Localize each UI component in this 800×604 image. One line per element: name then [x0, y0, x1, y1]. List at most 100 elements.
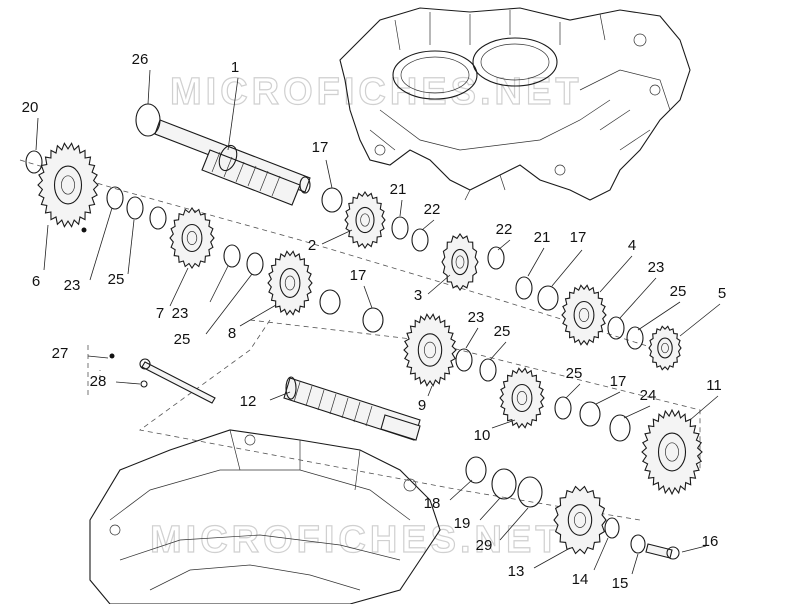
callout-25b: 25 — [174, 331, 191, 348]
washer-26 — [135, 103, 161, 137]
leader-line-23d — [619, 277, 657, 319]
leader-line-4 — [599, 255, 633, 293]
callout-14: 14 — [572, 571, 589, 588]
ring-18 — [465, 456, 487, 484]
leader-line-21b — [527, 247, 545, 277]
leader-line-25e — [565, 383, 581, 399]
callout-23b: 23 — [172, 305, 189, 322]
callout-12: 12 — [240, 393, 257, 410]
leader-line-3 — [427, 274, 451, 295]
leader-line-21a — [399, 199, 403, 217]
ring-23-c — [607, 316, 625, 340]
rings-and-bushings — [25, 103, 680, 560]
callout-25c: 25 — [494, 323, 511, 340]
leader-line-16 — [681, 545, 707, 553]
leader-line-14 — [593, 537, 609, 571]
leader-line-11 — [689, 395, 719, 421]
callout-17c: 17 — [570, 229, 587, 246]
leader-line-7 — [169, 267, 189, 307]
callout-25a: 25 — [108, 271, 125, 288]
ring-23-b — [223, 244, 241, 268]
callout-11: 11 — [706, 377, 722, 394]
washer-14 — [604, 517, 620, 539]
callout-4: 4 — [628, 237, 636, 254]
ring-25-a — [126, 196, 144, 220]
callout-23a: 23 — [64, 277, 81, 294]
watermark-top: MICROFICHES.NET — [170, 71, 583, 113]
gear-3 — [441, 233, 479, 291]
upper-crankcase — [339, 7, 691, 201]
leader-line-17a — [325, 159, 333, 189]
leader-line-20 — [35, 117, 39, 151]
watermark-bottom: MICROFICHES.NET — [150, 519, 563, 561]
gear-2 — [344, 190, 386, 250]
callout-25d: 25 — [670, 283, 687, 300]
leader-line-26 — [147, 69, 151, 105]
callout-8: 8 — [228, 325, 236, 342]
assembly-dot-2 — [109, 353, 115, 359]
callout-17b: 17 — [350, 267, 367, 284]
leader-line-19 — [479, 497, 501, 521]
callout-17d: 17 — [610, 373, 627, 390]
gear-9 — [403, 313, 457, 387]
callout-1: 1 — [231, 59, 239, 76]
callout-3: 3 — [414, 287, 422, 304]
leader-line-23c — [465, 327, 479, 349]
leader-line-22b — [497, 239, 511, 251]
leader-line-17d — [595, 391, 621, 405]
leader-line-25c — [489, 341, 507, 361]
ring-25-f — [554, 396, 572, 420]
leader-line-25b — [205, 273, 253, 335]
callout-24: 24 — [640, 387, 657, 404]
leader-line-15 — [631, 553, 639, 575]
leader-line-25d — [637, 301, 681, 331]
ring-21-b — [515, 276, 533, 300]
gear-11 — [641, 408, 703, 496]
gear-13 — [553, 485, 607, 555]
callout-13: 13 — [508, 563, 525, 580]
callout-22a: 22 — [424, 201, 441, 218]
leader-line-28 — [115, 381, 141, 385]
callout-21a: 21 — [390, 181, 407, 198]
bushing-17-a — [321, 187, 343, 213]
callout-17a: 17 — [312, 139, 329, 156]
seal-19 — [491, 468, 517, 500]
gear-7 — [169, 207, 215, 269]
leader-line-25a — [127, 219, 135, 275]
callout-7: 7 — [156, 305, 164, 322]
leader-line-18 — [449, 479, 473, 501]
callout-21b: 21 — [534, 229, 551, 246]
leader-line-17c — [551, 249, 583, 287]
bushing-17-b — [319, 289, 341, 315]
callout-23c: 23 — [468, 309, 485, 326]
leader-line-8 — [239, 304, 277, 327]
circlip-20 — [25, 150, 43, 174]
leader-line-13 — [533, 547, 571, 569]
bushing-17-c — [362, 307, 384, 333]
callout-16: 16 — [702, 533, 719, 550]
callout-2: 2 — [308, 237, 316, 254]
leader-line-2 — [321, 229, 353, 245]
callout-23d: 23 — [648, 259, 665, 276]
bushing-17-d — [537, 285, 559, 311]
callout-18: 18 — [424, 495, 441, 512]
callout-10: 10 — [474, 427, 491, 444]
gear-4 — [561, 284, 607, 346]
shift-rod — [139, 358, 216, 404]
lower-crankcase — [89, 429, 441, 604]
callout-5: 5 — [718, 285, 726, 302]
gear-5 — [648, 325, 682, 371]
ring-23-d — [455, 348, 473, 372]
leader-line-5 — [679, 303, 721, 337]
leader-line-23a — [89, 207, 113, 281]
leader-line-12 — [269, 391, 291, 401]
ring-21-a — [391, 216, 409, 240]
callout-29: 29 — [476, 537, 493, 554]
leader-line-24 — [623, 405, 651, 419]
bushing-17-e — [579, 401, 601, 427]
gear-set — [37, 142, 703, 555]
assembly-dot-1 — [81, 227, 87, 233]
leader-line-27 — [87, 355, 109, 359]
gear-6 — [37, 142, 99, 228]
